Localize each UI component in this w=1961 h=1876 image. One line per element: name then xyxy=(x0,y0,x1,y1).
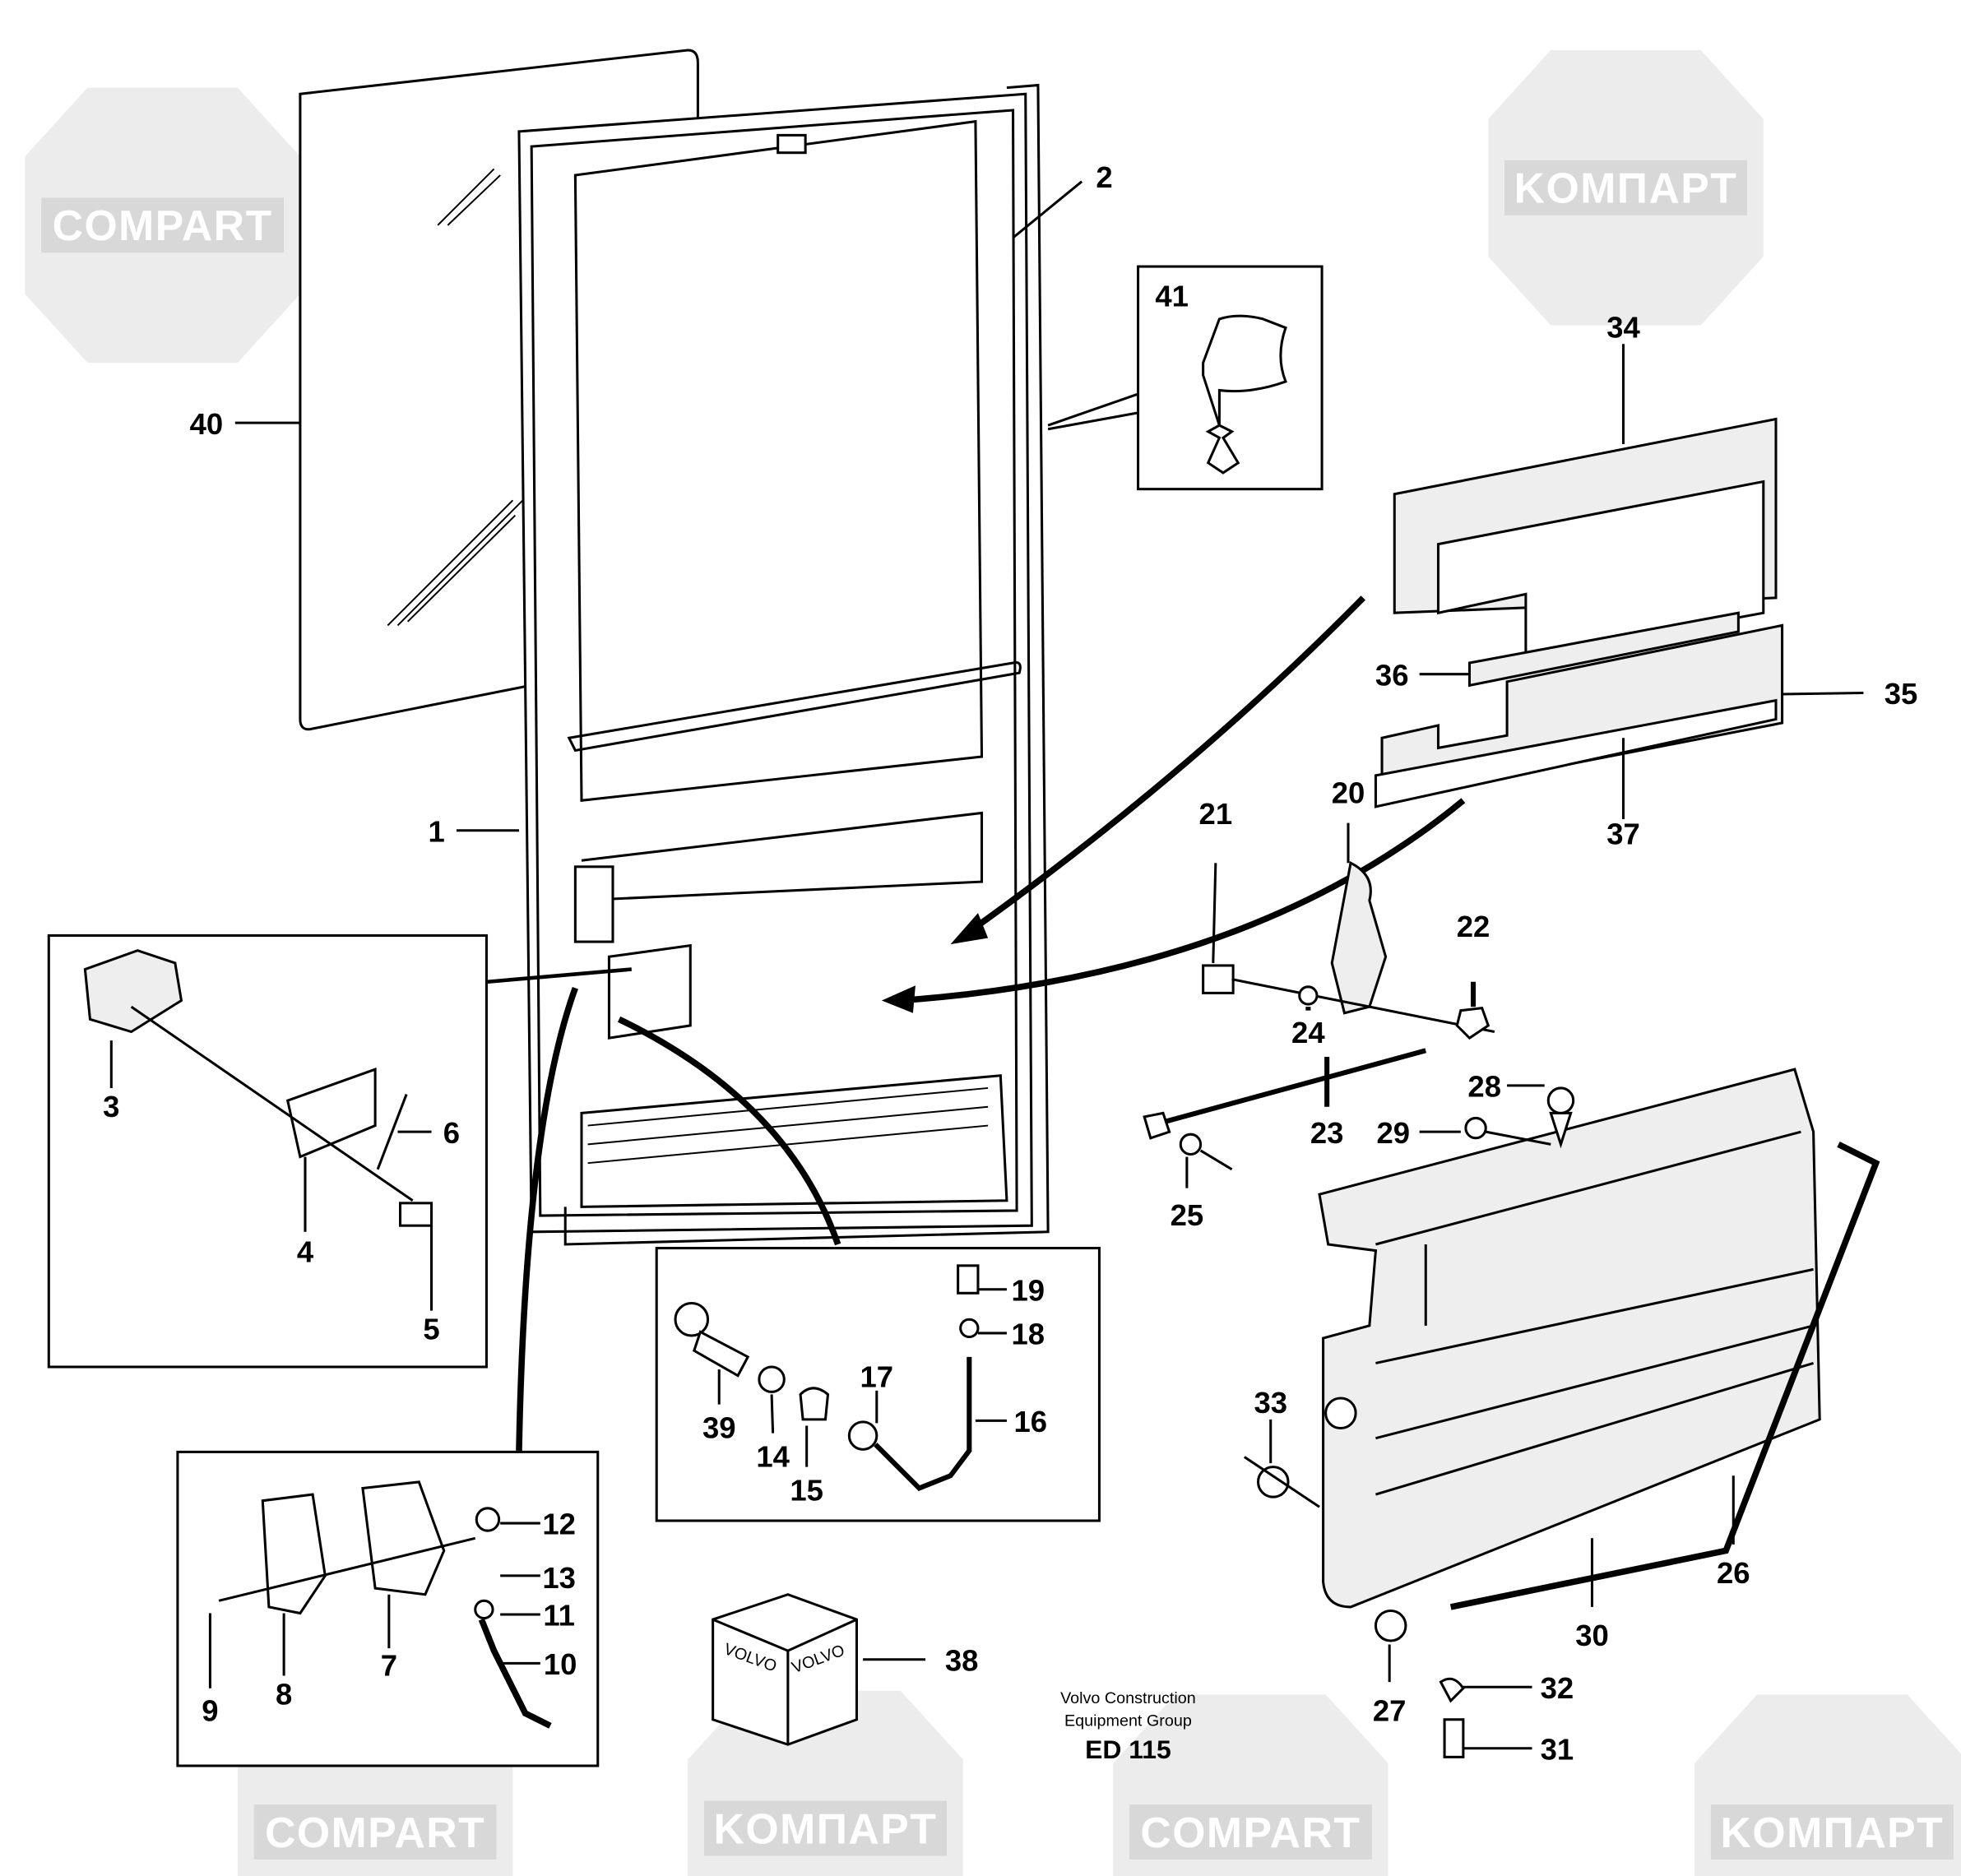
part-handle-linkage xyxy=(1143,822,1495,1188)
callout-25: 25 xyxy=(1171,1198,1204,1232)
watermark-tile: COMPART xyxy=(25,87,300,364)
callout-21: 21 xyxy=(1199,797,1233,831)
callout-12: 12 xyxy=(542,1508,576,1541)
lock-detail-inset xyxy=(655,1247,1101,1522)
callout-9: 9 xyxy=(202,1693,218,1727)
callout-29: 29 xyxy=(1376,1116,1410,1150)
watermark-banner xyxy=(253,1804,497,1860)
callout-3: 3 xyxy=(103,1090,119,1123)
callout-24: 24 xyxy=(1291,1016,1325,1049)
callout-1: 1 xyxy=(428,814,444,848)
callout-6: 6 xyxy=(443,1116,460,1150)
watermark-text: KOMПAPT xyxy=(714,1804,938,1852)
callout-8: 8 xyxy=(276,1678,292,1712)
watermark-banner xyxy=(1129,1804,1372,1860)
callout-32: 32 xyxy=(1541,1671,1574,1705)
latch-detail-inset xyxy=(176,1450,600,1767)
watermark-text: COMPART xyxy=(265,1809,485,1856)
callout-26: 26 xyxy=(1717,1556,1750,1590)
callout-23: 23 xyxy=(1310,1116,1344,1150)
callout-11: 11 xyxy=(543,1599,575,1633)
part-kit-box: VOLVO VOLVO xyxy=(712,1593,926,1746)
callout-30: 30 xyxy=(1575,1619,1609,1652)
callout-37: 37 xyxy=(1606,817,1640,850)
watermark-banner xyxy=(1710,1804,1954,1860)
callout-27: 27 xyxy=(1373,1693,1407,1727)
watermark-banner xyxy=(703,1800,947,1856)
publisher-line-1: Volvo Construction xyxy=(1060,1689,1196,1707)
watermark-tile: COMPART xyxy=(1113,1694,1388,1876)
callout-33: 33 xyxy=(1254,1386,1287,1420)
callout-36: 36 xyxy=(1375,658,1409,692)
callout-7: 7 xyxy=(381,1649,397,1683)
title-block: Volvo Construction Equipment Group ED 11… xyxy=(1060,1689,1196,1764)
callout-18: 18 xyxy=(1011,1318,1045,1351)
callout-35: 35 xyxy=(1885,677,1918,711)
watermark-text: COMPART xyxy=(1140,1809,1361,1856)
callout-5: 5 xyxy=(423,1313,439,1346)
watermark-text: KOMПAPT xyxy=(1514,164,1738,212)
watermark-banner xyxy=(41,197,285,253)
callout-10: 10 xyxy=(544,1647,577,1681)
part-door-frame xyxy=(517,83,1050,1246)
seal-profile-inset xyxy=(1047,265,1324,491)
callout-38: 38 xyxy=(945,1643,979,1677)
watermark-banner xyxy=(1504,160,1748,215)
part-trim-panels xyxy=(1374,417,1784,808)
part-lower-cover xyxy=(1243,1068,1880,1758)
hinge-detail-inset xyxy=(47,933,488,1369)
publisher-line-2: Equipment Group xyxy=(1064,1712,1192,1730)
callout-4: 4 xyxy=(297,1234,314,1268)
callout-17: 17 xyxy=(860,1360,894,1393)
callout-labels: 1 2 3 4 5 6 7 8 9 10 11 12 13 14 15 16 1… xyxy=(103,160,1917,1766)
callout-22: 22 xyxy=(1457,910,1490,943)
callout-31: 31 xyxy=(1541,1732,1574,1766)
callout-20: 20 xyxy=(1332,776,1365,809)
callout-2: 2 xyxy=(1096,160,1112,194)
callout-39: 39 xyxy=(702,1411,736,1445)
callout-16: 16 xyxy=(1014,1405,1048,1438)
watermark-layer: COMPART KOMПAPT COMPART KOMПAPT COMPART KOMПA… xyxy=(25,50,1961,1876)
callout-34: 34 xyxy=(1606,311,1640,345)
watermark-tile: KOMПAPT xyxy=(688,1690,963,1876)
callout-14: 14 xyxy=(756,1440,790,1474)
leader-lines xyxy=(234,180,1864,832)
drawing-code: ED 115 xyxy=(1085,1735,1171,1764)
assembly-arrows xyxy=(487,595,1466,1451)
watermark-tile: KOMПAPT xyxy=(1694,1694,1961,1876)
callout-41: 41 xyxy=(1155,280,1189,313)
callout-13: 13 xyxy=(542,1561,576,1595)
callout-15: 15 xyxy=(790,1474,823,1508)
watermark-text: KOMПAPT xyxy=(1721,1809,1945,1856)
watermark-text: COMPART xyxy=(53,201,273,249)
watermark-tile: KOMПAPT xyxy=(1488,50,1764,326)
callout-19: 19 xyxy=(1011,1273,1045,1307)
callout-28: 28 xyxy=(1467,1070,1501,1104)
callout-40: 40 xyxy=(190,407,224,441)
